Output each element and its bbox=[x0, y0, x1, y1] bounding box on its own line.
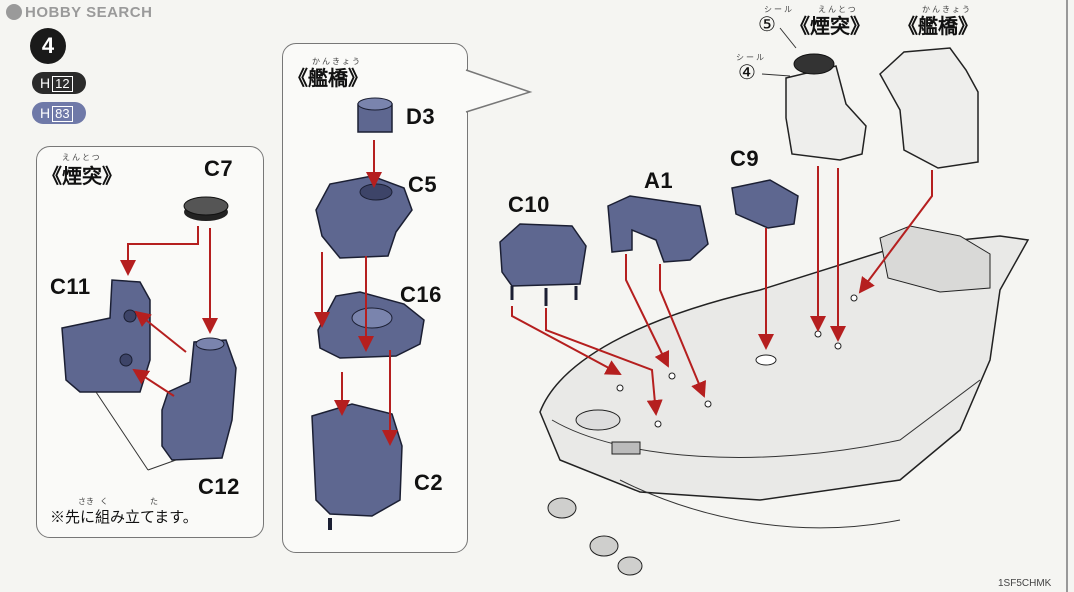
top-funnel-ruby: えんとつ bbox=[818, 5, 858, 14]
top-bridge-ruby: かんきょう bbox=[922, 5, 972, 14]
funnel-title-ruby: えんとつ bbox=[62, 153, 102, 162]
label-c5: C5 bbox=[408, 172, 438, 197]
seal4-number: ④ bbox=[738, 62, 756, 84]
part-c10 bbox=[499, 223, 587, 306]
seal5-number: ⑤ bbox=[758, 14, 776, 36]
seal5-label: シール bbox=[764, 5, 794, 14]
part-c7 bbox=[183, 196, 229, 221]
part-bridge-assembled bbox=[879, 47, 979, 169]
note-ruby-ta: た bbox=[150, 497, 158, 506]
callout-pointer bbox=[465, 69, 533, 113]
note-ruby-saki: さき bbox=[78, 497, 94, 506]
part-d3 bbox=[357, 97, 393, 133]
part-a1 bbox=[607, 195, 709, 263]
funnel-panel-title: 《煙突》 bbox=[42, 166, 122, 188]
part-c2 bbox=[311, 403, 403, 530]
label-a1: A1 bbox=[644, 168, 674, 193]
part-c5 bbox=[315, 175, 413, 259]
part-c9 bbox=[731, 179, 799, 229]
label-c7: C7 bbox=[204, 156, 234, 181]
bridge-title-ruby: かんきょう bbox=[312, 57, 362, 66]
hobby-search-logo-icon bbox=[6, 4, 22, 20]
label-c9: C9 bbox=[730, 146, 760, 171]
page-edge-line bbox=[1066, 0, 1068, 592]
label-c10: C10 bbox=[508, 192, 550, 217]
part-c16 bbox=[317, 291, 425, 359]
note-ruby-ku: く bbox=[100, 497, 108, 506]
ship-hull bbox=[539, 225, 1030, 576]
step-number-badge: 4 bbox=[30, 28, 66, 64]
part-c12 bbox=[161, 337, 237, 461]
assembly-note: ※先に組み立てます。 bbox=[50, 509, 198, 526]
part-funnel-assembled bbox=[785, 53, 867, 161]
label-c16: C16 bbox=[400, 282, 442, 307]
label-c12: C12 bbox=[198, 474, 240, 499]
top-bridge-title: 《艦橋》 bbox=[898, 16, 978, 38]
part-c11 bbox=[61, 279, 151, 393]
seal4-label: シール bbox=[736, 53, 766, 62]
label-c11: C11 bbox=[50, 274, 91, 299]
label-d3: D3 bbox=[406, 104, 436, 129]
footer-code: 1SF5CHMK bbox=[998, 578, 1052, 589]
bridge-panel-title: 《艦橋》 bbox=[288, 68, 368, 90]
label-c2: C2 bbox=[414, 470, 444, 495]
top-funnel-title: 《煙突》 bbox=[790, 16, 870, 38]
watermark: HOBBY SEARCH bbox=[6, 4, 152, 21]
